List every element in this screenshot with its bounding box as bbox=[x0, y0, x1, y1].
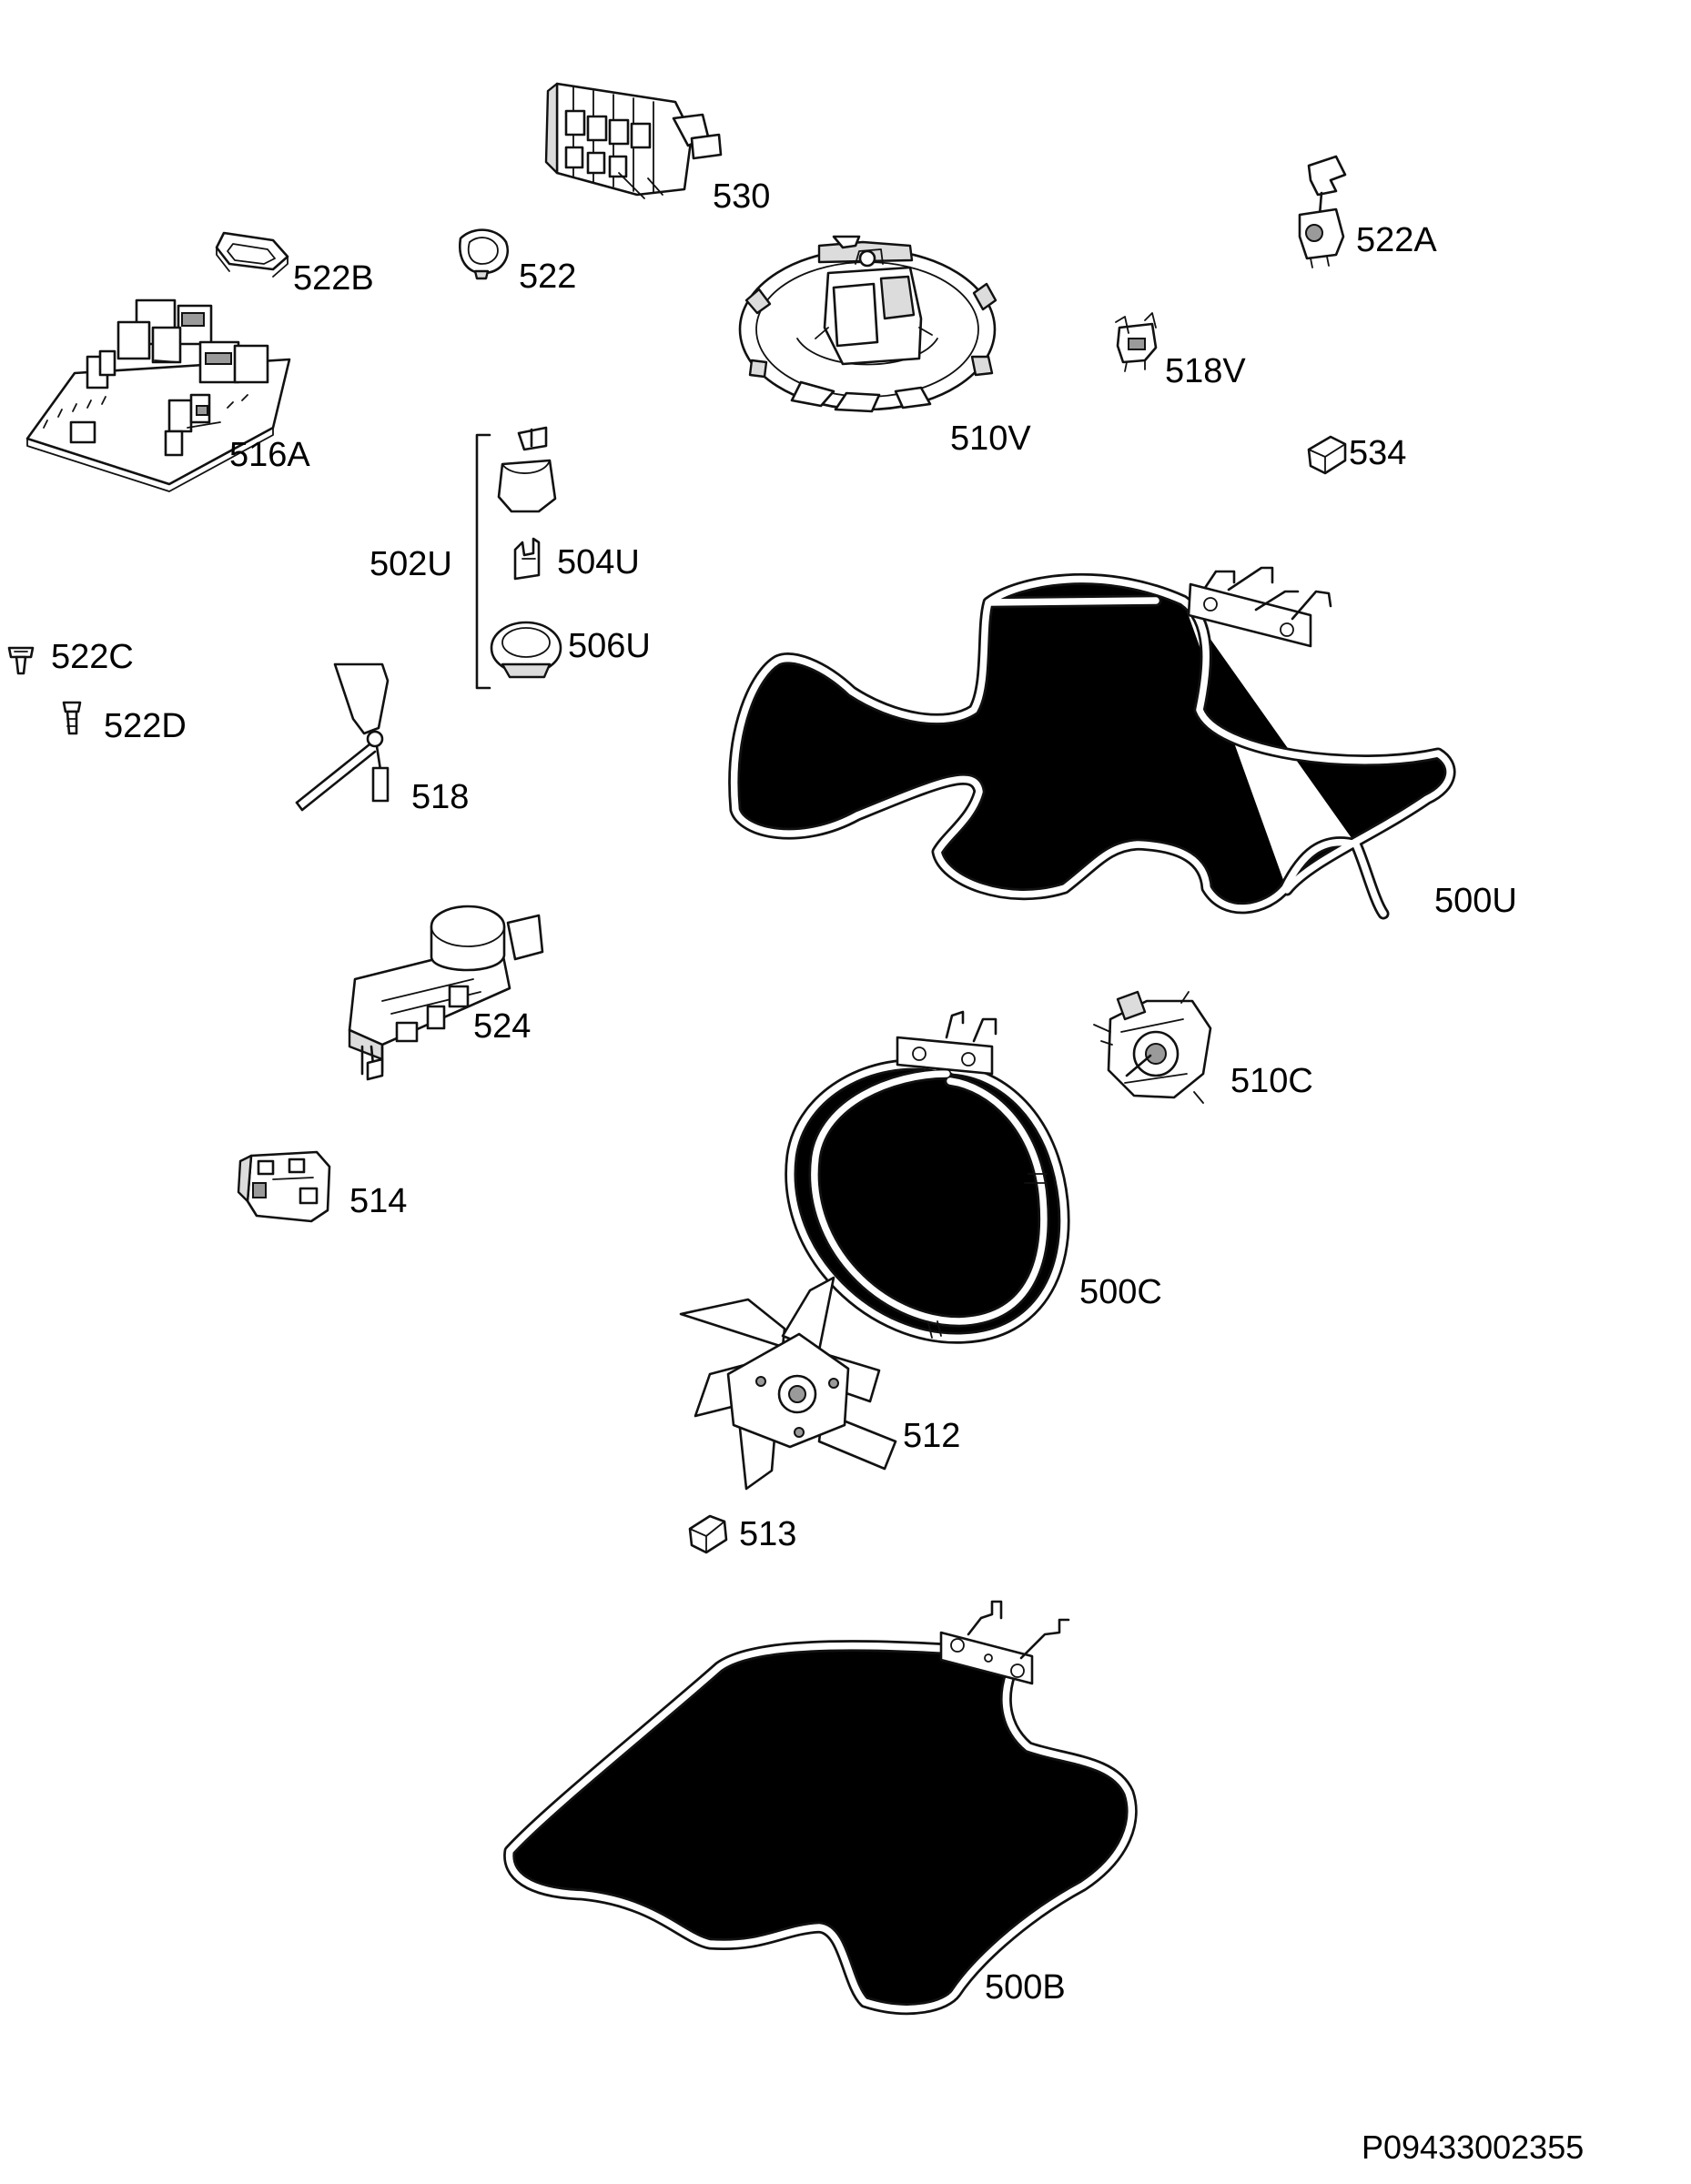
part-534-nut bbox=[1307, 435, 1347, 475]
label-530: 530 bbox=[713, 177, 770, 216]
part-522-clip bbox=[459, 228, 509, 280]
part-522D-screw bbox=[62, 701, 82, 735]
part-500U-grill-element bbox=[734, 566, 1450, 914]
label-500B: 500B bbox=[985, 1968, 1066, 2007]
label-504U: 504U bbox=[557, 543, 640, 581]
part-504U-component bbox=[513, 537, 541, 581]
part-518-sensor bbox=[295, 662, 390, 812]
label-522B: 522B bbox=[293, 259, 374, 298]
label-502U: 502U bbox=[370, 545, 452, 583]
part-513-nut bbox=[688, 1514, 728, 1554]
part-506U-button bbox=[490, 621, 562, 679]
part-512-fan-blade bbox=[679, 1276, 897, 1491]
part-524-door-lock bbox=[348, 905, 544, 1081]
part-510C-motor bbox=[1093, 990, 1212, 1104]
label-516A: 516A bbox=[229, 436, 310, 474]
label-510V: 510V bbox=[950, 420, 1031, 458]
part-530-terminal-block bbox=[544, 82, 723, 199]
label-500C: 500C bbox=[1079, 1273, 1162, 1311]
label-506U: 506U bbox=[568, 627, 651, 665]
label-524: 524 bbox=[473, 1007, 531, 1046]
part-510V-fan-motor bbox=[738, 235, 997, 413]
part-522A-switch bbox=[1298, 155, 1347, 268]
part-522B-frame bbox=[215, 231, 289, 278]
label-513: 513 bbox=[739, 1515, 796, 1553]
label-522: 522 bbox=[519, 258, 576, 296]
label-500U: 500U bbox=[1434, 882, 1517, 920]
part-518V-bracket bbox=[1115, 312, 1158, 372]
part-504U-knob bbox=[497, 426, 557, 513]
label-518: 518 bbox=[411, 778, 469, 816]
part-516A-circuit-board bbox=[25, 298, 291, 492]
part-522C-screw bbox=[7, 646, 35, 675]
drawing-code: P09433002355 bbox=[1362, 2128, 1584, 2166]
label-510C: 510C bbox=[1230, 1062, 1313, 1100]
part-labels: 530 522A 522B 522 516A 510V 518V 534 502… bbox=[51, 177, 1517, 2007]
label-522A: 522A bbox=[1356, 221, 1437, 259]
label-534: 534 bbox=[1349, 434, 1406, 472]
label-522C: 522C bbox=[51, 638, 134, 676]
label-512: 512 bbox=[903, 1417, 960, 1455]
label-514: 514 bbox=[349, 1182, 407, 1220]
part-514-switch bbox=[237, 1150, 331, 1223]
part-500C-ring-element bbox=[791, 1010, 1064, 1338]
label-518V: 518V bbox=[1165, 352, 1246, 390]
part-502U-group-bracket bbox=[475, 433, 491, 690]
part-500B-bottom-element bbox=[510, 1600, 1132, 2009]
label-522D: 522D bbox=[104, 707, 187, 745]
